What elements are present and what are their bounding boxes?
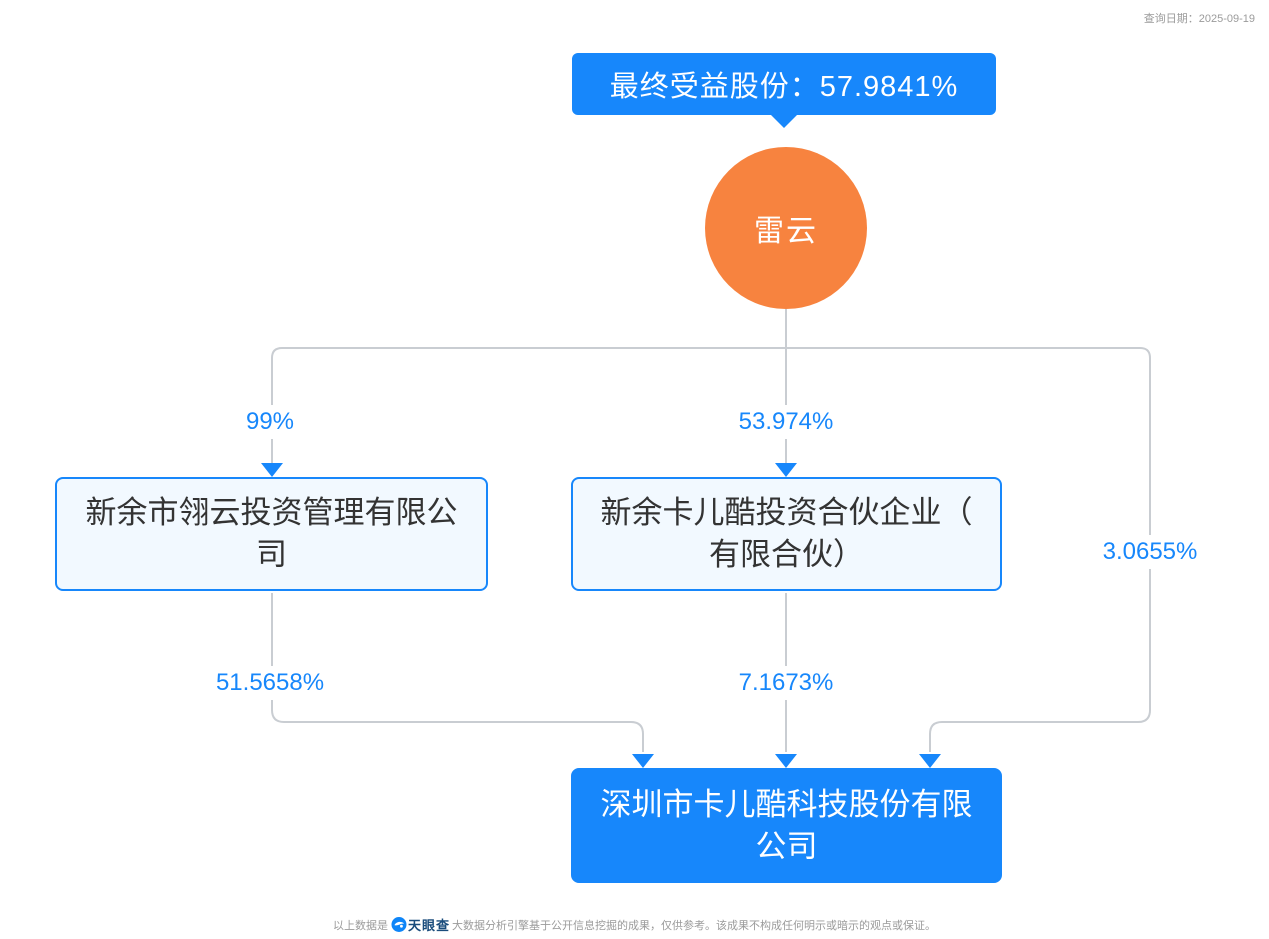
banner-pointer-arrow [771, 115, 797, 128]
root-person-node[interactable]: 雷云 [705, 147, 867, 309]
shareholding-label-mid-to-bottom: 7.1673% [730, 666, 842, 700]
tianyancha-brand-text: 天眼查 [407, 918, 451, 933]
ultimate-beneficiary-text: 最终受益股份：57.9841% [609, 71, 959, 103]
company-node-mid[interactable]: 新余卡儿酷投资合伙企业（有限合伙） [571, 477, 1002, 591]
disclaimer-prefix: 以上数据是 [332, 919, 388, 932]
root-person-name: 雷云 [754, 215, 818, 248]
shareholding-label-left-to-bottom: 51.5658% [207, 666, 333, 700]
company-node-bottom[interactable]: 深圳市卡儿酷科技股份有限公司 [571, 768, 1002, 883]
company-node-left[interactable]: 新余市翎云投资管理有限公司 [55, 477, 488, 591]
arrowhead-right-into-bottom-box [919, 754, 941, 768]
company-name-left: 新余市翎云投资管理有限公司 [85, 495, 458, 572]
query-date: 查询日期：2025-09-19 [1143, 13, 1255, 25]
arrowhead-into-left-box [261, 463, 283, 477]
disclaimer-suffix: 大数据分析引擎基于公开信息挖掘的成果，仅供参考。该成果不构成任何明示或暗示的观点… [452, 919, 937, 932]
shareholding-label-root-to-left: 99% [237, 405, 303, 439]
arrowhead-left-into-bottom-box [632, 754, 654, 768]
shareholding-label-root-to-bottom: 3.0655% [1094, 535, 1206, 569]
ultimate-beneficiary-banner: 最终受益股份：57.9841% [572, 53, 996, 128]
company-name-mid: 新余卡儿酷投资合伙企业（有限合伙） [600, 495, 973, 572]
arrowhead-into-mid-box [775, 463, 797, 477]
arrowhead-mid-into-bottom-box [775, 754, 797, 768]
disclaimer-footer: 以上数据是 天眼查 大数据分析引擎基于公开信息挖掘的成果，仅供参考。该成果不构成… [333, 915, 936, 934]
shareholding-label-root-to-mid: 53.974% [730, 405, 842, 439]
tianyancha-logo-icon [390, 917, 406, 932]
company-name-bottom: 深圳市卡儿酷科技股份有限公司 [600, 786, 973, 864]
